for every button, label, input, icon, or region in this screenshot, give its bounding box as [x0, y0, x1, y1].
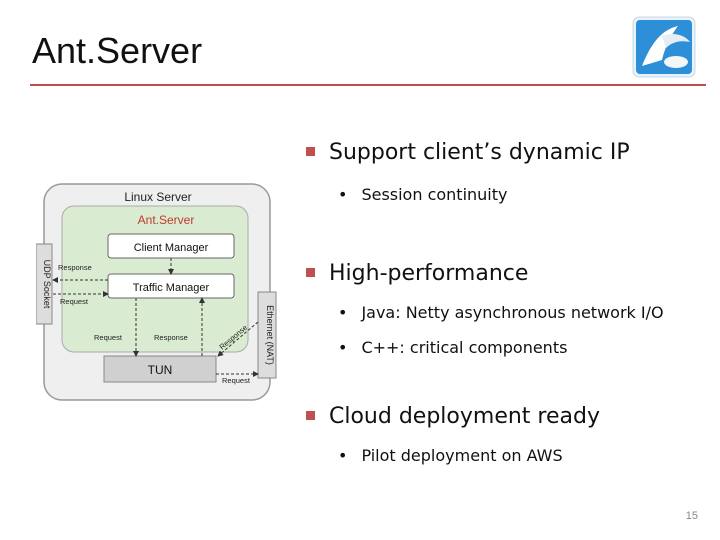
- traffic-manager-label: Traffic Manager: [133, 282, 210, 294]
- tun-box: [103, 355, 217, 383]
- sub-bullet-text: Session continuity: [361, 185, 508, 204]
- tun-label: TUN: [148, 363, 173, 377]
- ant-server-label: Ant.Server: [138, 213, 195, 227]
- sub-bullet-2-1: • Java: Netty asynchronous network I/O: [338, 303, 664, 322]
- bullet-1: Support client’s dynamic IP: [306, 140, 630, 165]
- sub-bullet-1-1: • Session continuity: [338, 185, 507, 204]
- bullet-2: High-performance: [306, 261, 528, 286]
- request-left-label: Request: [60, 297, 89, 306]
- linux-server-label: Linux Server: [124, 190, 191, 204]
- udp-socket-label: UDP Socket: [42, 260, 52, 309]
- client-manager-label: Client Manager: [134, 242, 209, 254]
- bullet-square-icon: [306, 268, 315, 277]
- bullet-dot-icon: •: [338, 446, 348, 465]
- sub-bullet-3-1: • Pilot deployment on AWS: [338, 446, 563, 465]
- ethernet-box: [257, 291, 277, 379]
- page-number: 15: [685, 510, 698, 522]
- bullet-dot-icon: •: [338, 303, 348, 322]
- ethernet-label: Ethernet (NAT): [265, 305, 275, 365]
- bullet-square-icon: [306, 411, 315, 420]
- bullet-dot-icon: •: [338, 338, 348, 357]
- architecture-diagram: Linux Server Ant.Server Client Manager T…: [36, 183, 277, 401]
- bullet-2-text: High-performance: [329, 261, 529, 286]
- bullet-3-text: Cloud deployment ready: [329, 404, 600, 429]
- project-logo-icon: [632, 16, 696, 78]
- response-bottom-label: Response: [154, 333, 188, 342]
- bullet-list: Support client’s dynamic IP • Session con…: [306, 0, 716, 540]
- slide-title: Ant.Server: [32, 30, 203, 71]
- bullet-square-icon: [306, 147, 315, 156]
- sub-bullet-text: Java: Netty asynchronous network I/O: [361, 303, 664, 322]
- sub-bullet-2-2: • C++: critical components: [338, 338, 567, 357]
- request-bottom-left-label: Request: [94, 333, 123, 342]
- bullet-3: Cloud deployment ready: [306, 404, 600, 429]
- sub-bullet-text: C++: critical components: [361, 338, 568, 357]
- request-bottom-right-label: Request: [222, 376, 251, 385]
- response-left-label: Response: [58, 263, 92, 272]
- title-underline: [30, 84, 706, 86]
- bullet-1-text: Support client’s dynamic IP: [329, 140, 630, 165]
- sub-bullet-text: Pilot deployment on AWS: [361, 446, 563, 465]
- udp-socket-box: [36, 243, 53, 325]
- bullet-dot-icon: •: [338, 185, 348, 204]
